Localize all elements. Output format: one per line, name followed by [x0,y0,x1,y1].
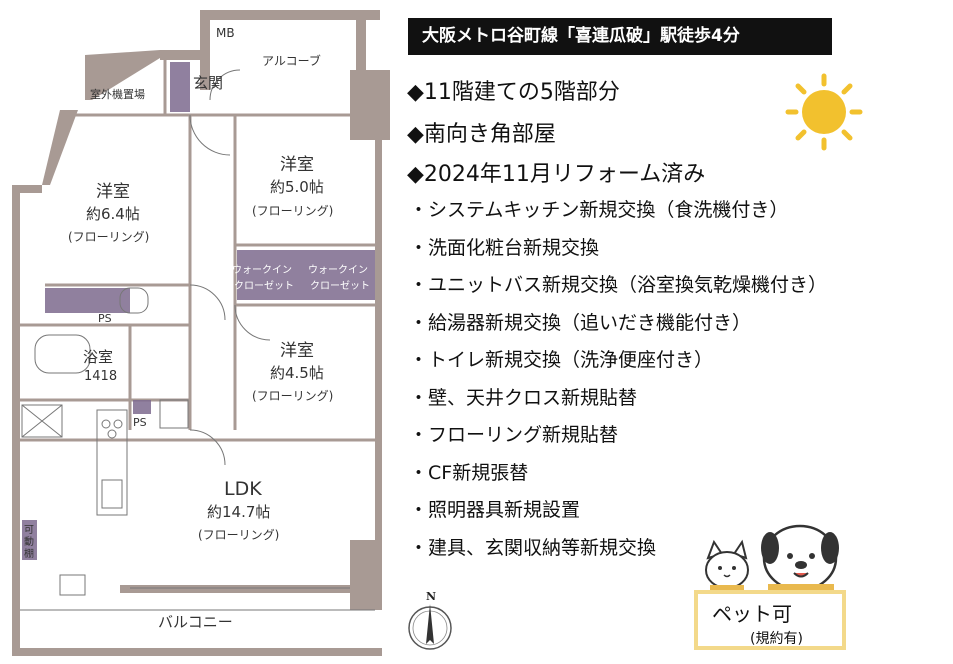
walls [12,10,390,656]
shelf-label-3: 棚 [24,547,34,560]
floor-plan: MB アルコーブ 玄関 室外機置場 洋室 約6.4帖 (フローリング) 洋室 約… [12,10,390,656]
highlight-corner-room: ◆南向き角部屋 [407,122,556,147]
wic1-line1: ウォークイン [232,264,292,276]
wic1-line2: クローゼット [234,280,294,292]
entrance-label: 玄関 [193,74,223,92]
list-item: ・フローリング新規貼替 [409,424,619,446]
list-item: ・ユニットバス新規交換（浴室換気乾燥機付き） [409,274,828,296]
ldk-size: 約14.7帖 [207,503,270,521]
pet-allowed-note: (規約有) [750,631,803,647]
wic2-line2: クローゼット [310,280,370,292]
room1-size: 約6.4帖 [86,205,140,223]
room1-floor: (フローリング) [68,230,149,244]
bath-size: 1418 [84,369,117,384]
compass-north-label: N [426,590,436,603]
interior-walls [20,60,375,442]
list-item: ・CF新規張替 [409,461,529,484]
pet-allowed-title: ペット可 [712,602,792,626]
closets [22,62,375,560]
room1-name: 洋室 [96,182,130,202]
ldk-name: LDK [224,478,262,500]
sun-icon [785,73,863,151]
dog-icon [761,524,839,592]
list-item: ・壁、天井クロス新規貼替 [409,386,638,409]
wic2-line1: ウォークイン [308,264,368,276]
station-access-banner: 大阪メトロ谷町線「喜連瓜破」駅徒歩4分 [408,18,832,55]
ps1-label: PS [98,312,112,325]
list-item: ・建具、玄関収納等新規交換 [409,536,657,559]
shelf-label-2: 動 [24,535,34,548]
highlight-floor: ◆11階建ての5階部分 [407,80,620,105]
compass-icon: N [408,590,452,650]
mb-label: MB [216,26,235,40]
cat-icon [705,539,749,591]
room3-floor: (フローリング) [252,389,333,403]
balcony-label: バルコニー [158,613,233,631]
room3-name: 洋室 [280,341,314,361]
list-item: ・洗面化粧台新規交換 [409,236,600,259]
ps2-label: PS [133,416,147,429]
pet-allowed-badge: ペット可 (規約有) [694,590,846,650]
room2-floor: (フローリング) [252,204,333,218]
shelf-label-1: 可 [24,525,34,536]
alcove-label: アルコーブ [262,53,321,68]
pets-illustration [705,524,839,592]
ldk-floor: (フローリング) [198,528,279,542]
fixtures [20,287,375,611]
renovation-list: ・システムキッチン新規交換（食洗機付き） ・洗面化粧台新規交換 ・ユニットバス新… [409,193,827,568]
list-item: ・システムキッチン新規交換（食洗機付き） [409,199,789,221]
doors [189,69,271,466]
room3-size: 約4.5帖 [270,364,324,382]
outdoor-unit-label: 室外機置場 [90,87,145,101]
list-item: ・トイレ新規交換（洗浄便座付き） [409,349,714,371]
list-item: ・給湯器新規交換（追いだき機能付き） [409,311,752,334]
highlight-renovation: ◆2024年11月リフォーム済み [407,162,706,187]
list-item: ・照明器具新規設置 [409,499,581,521]
bath-name: 浴室 [83,348,113,366]
room2-size: 約5.0帖 [270,178,324,196]
room2-name: 洋室 [280,155,314,175]
